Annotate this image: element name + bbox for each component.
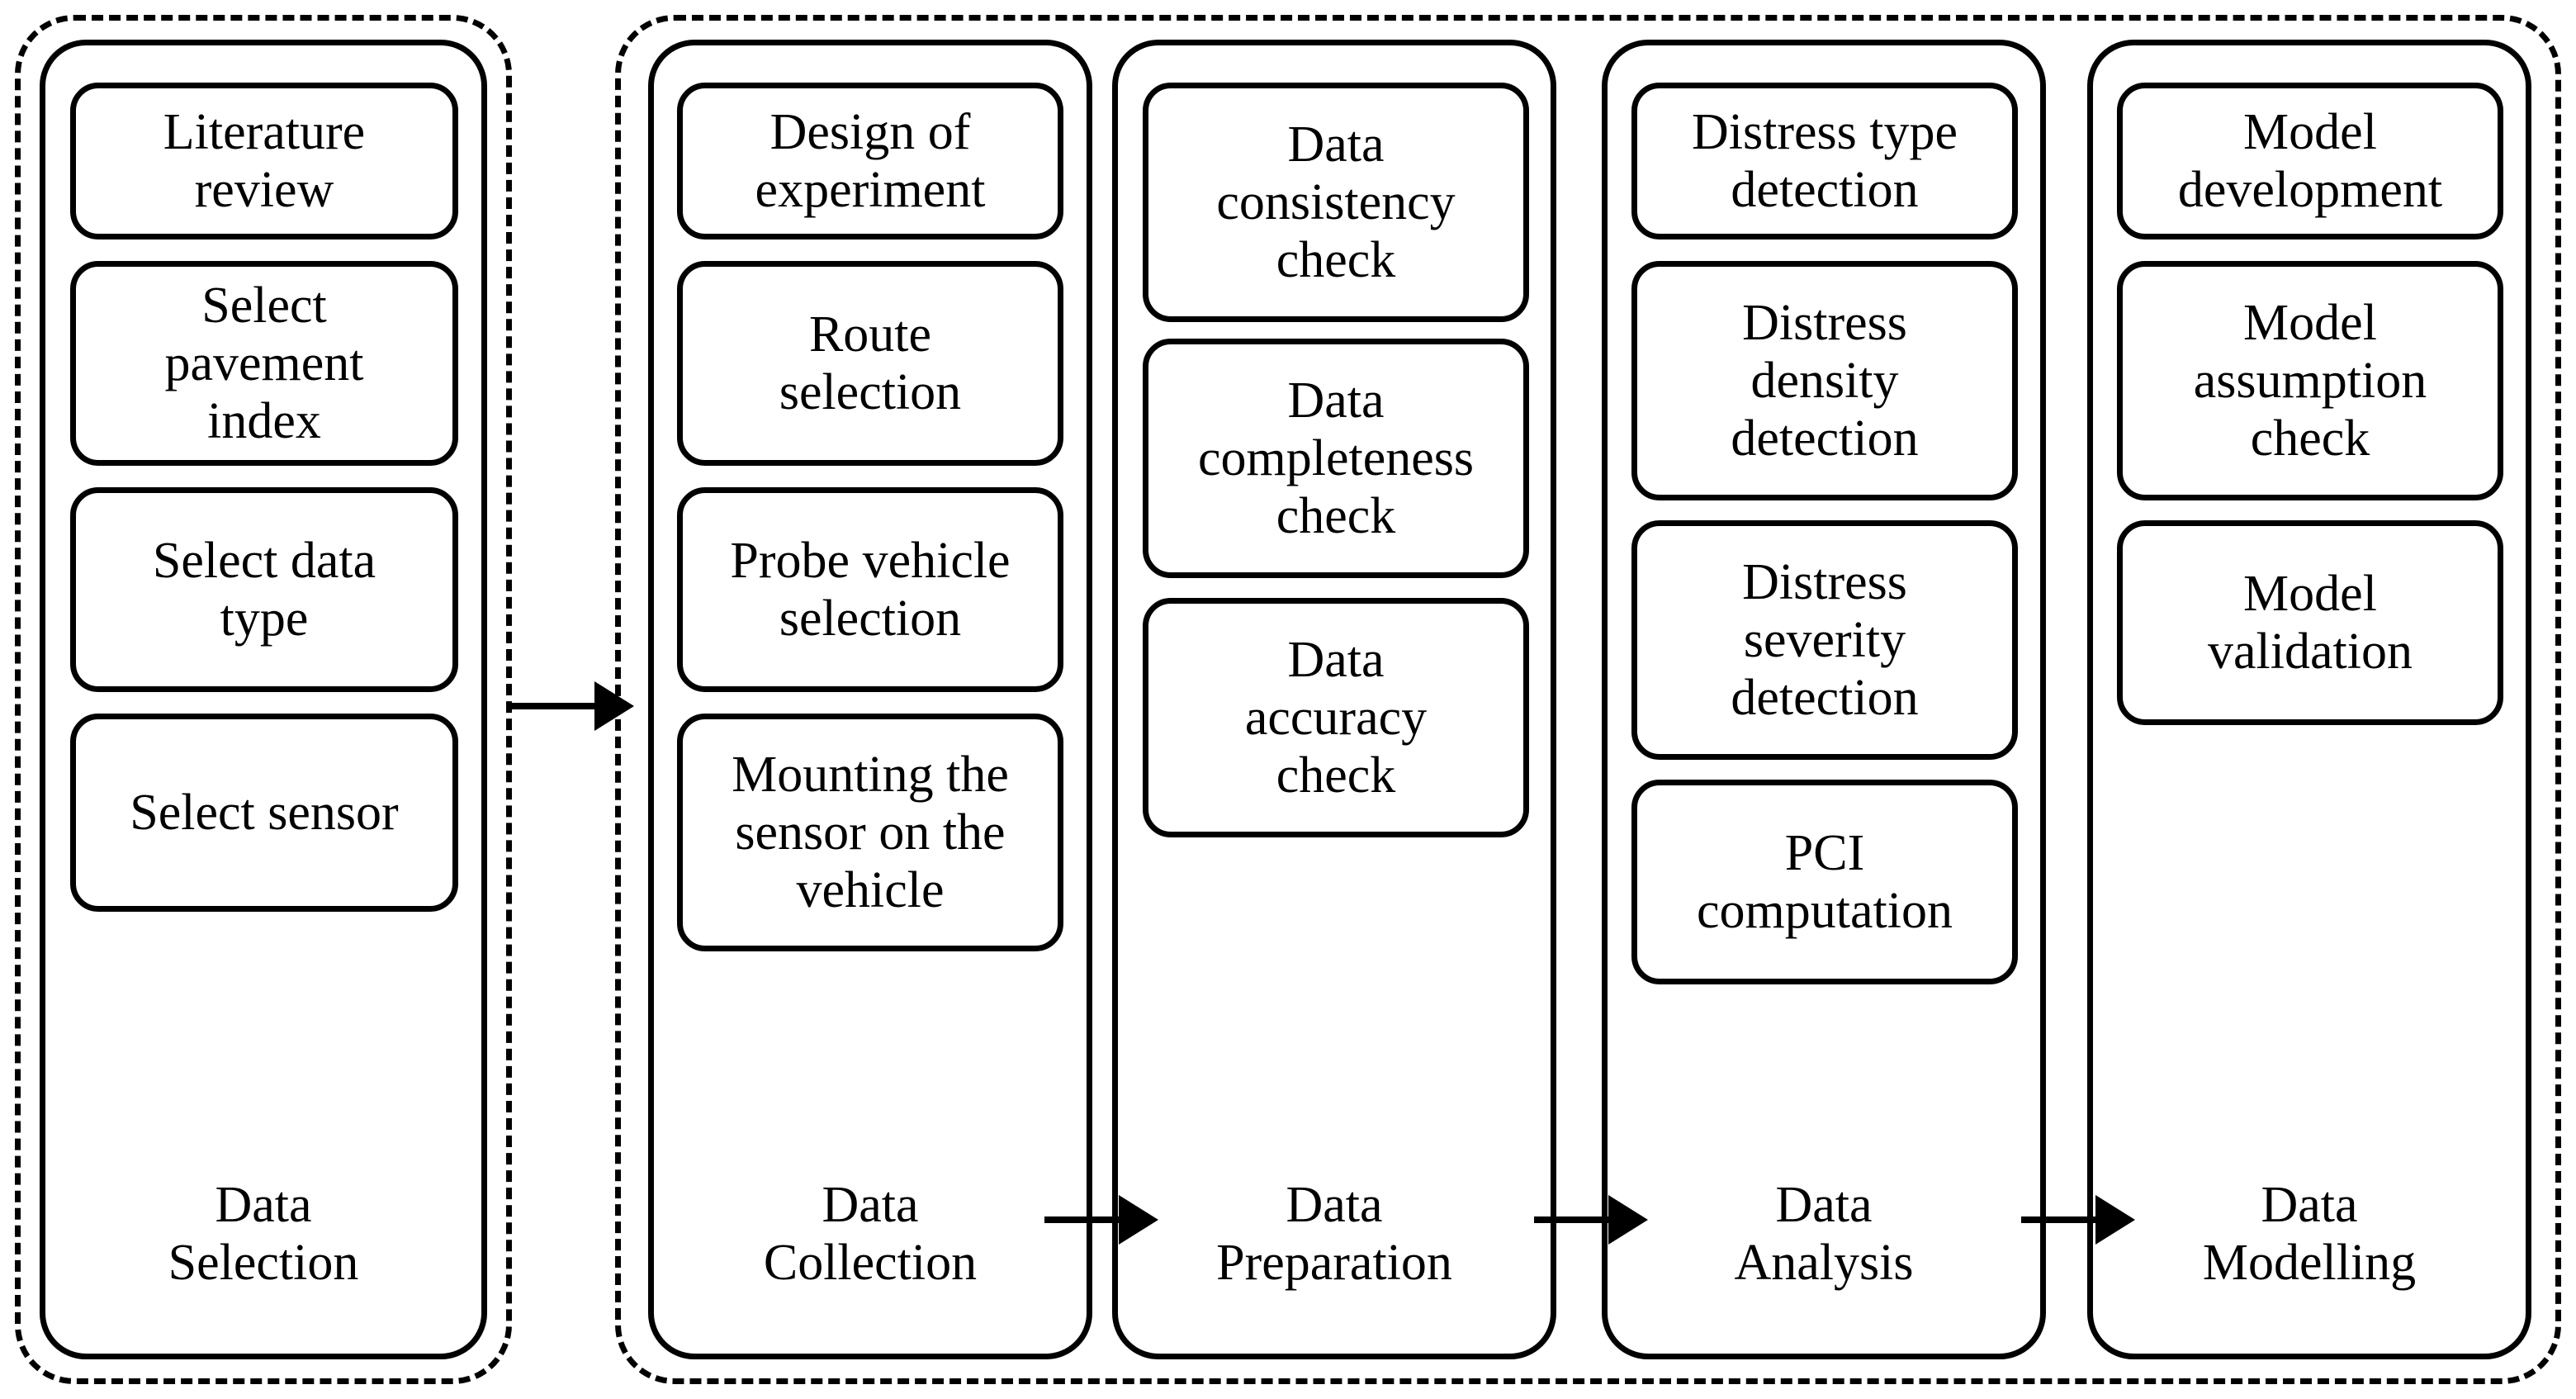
stage-data-collection[interactable] xyxy=(648,40,1092,1359)
stage-caption-data-collection: Data Collection xyxy=(763,1177,978,1292)
step-select-pavement-index[interactable]: Select pavement index xyxy=(70,261,458,466)
step-data-consistency-check[interactable]: Data consistency check xyxy=(1143,83,1529,322)
step-route-selection[interactable]: Route selection xyxy=(677,261,1063,466)
step-distress-type-detection[interactable]: Distress type detection xyxy=(1631,83,2018,239)
step-pci-computation[interactable]: PCI computation xyxy=(1631,780,2018,984)
stage-caption-data-analysis: Data Analysis xyxy=(1734,1177,1914,1292)
step-literature-review[interactable]: Literature review xyxy=(70,83,458,239)
step-model-validation[interactable]: Model validation xyxy=(2117,520,2503,725)
step-model-development[interactable]: Model development xyxy=(2117,83,2503,239)
step-design-of-experiment[interactable]: Design of experiment xyxy=(677,83,1063,239)
arrow-head xyxy=(1608,1195,1648,1245)
step-distress-density-detection[interactable]: Distress density detection xyxy=(1631,261,2018,500)
step-distress-severity-detection[interactable]: Distress severity detection xyxy=(1631,520,2018,760)
step-probe-vehicle-selection[interactable]: Probe vehicle selection xyxy=(677,487,1063,692)
stage-caption-data-modelling: Data Modelling xyxy=(2202,1177,2417,1292)
arrow-head xyxy=(2095,1195,2135,1245)
step-select-sensor[interactable]: Select sensor xyxy=(70,714,458,912)
stage-caption-data-selection: Data Selection xyxy=(168,1177,359,1292)
step-data-accuracy-check[interactable]: Data accuracy check xyxy=(1143,598,1529,837)
stage-caption-data-preparation: Data Preparation xyxy=(1216,1177,1452,1292)
arrow-shaft xyxy=(1044,1216,1124,1223)
arrow-shaft xyxy=(2021,1216,2100,1223)
arrow-shaft xyxy=(512,703,599,709)
arrow-head xyxy=(594,681,634,731)
arrow-shaft xyxy=(1534,1216,1613,1223)
stage-data-selection[interactable] xyxy=(40,40,487,1359)
step-model-assumption-check[interactable]: Model assumption check xyxy=(2117,261,2503,500)
data-selection-group-outline xyxy=(15,15,512,1384)
step-mounting-sensor-on-vehicle[interactable]: Mounting the sensor on the vehicle xyxy=(677,714,1063,951)
step-data-completeness-check[interactable]: Data completeness check xyxy=(1143,339,1529,578)
step-select-data-type[interactable]: Select data type xyxy=(70,487,458,692)
arrow-head xyxy=(1119,1195,1158,1245)
